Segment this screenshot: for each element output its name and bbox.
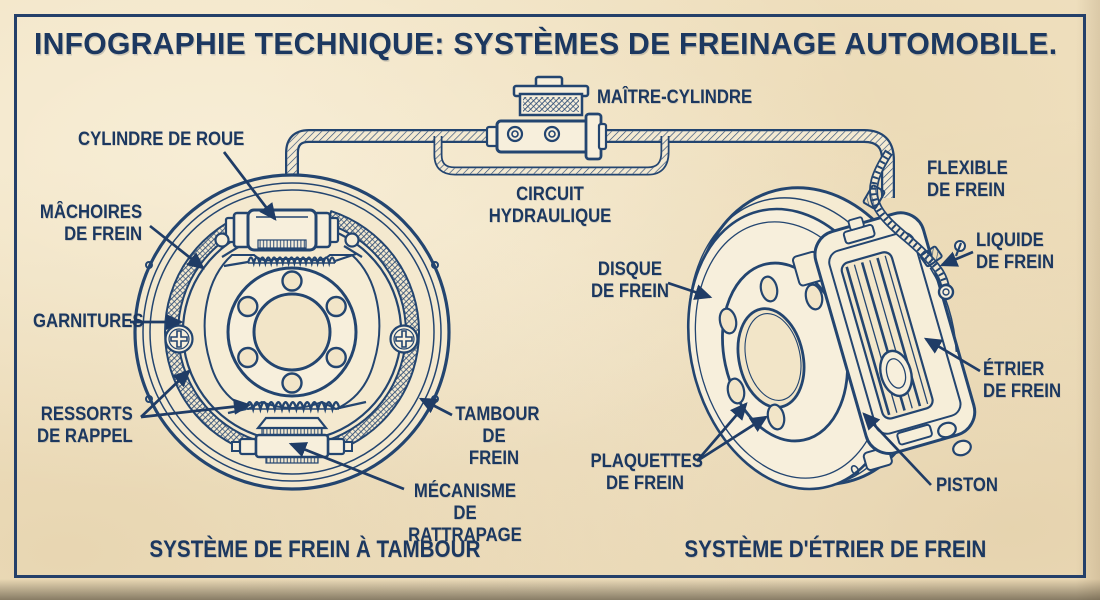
label-piston: PISTON [936, 475, 998, 496]
page-title: INFOGRAPHIE TECHNIQUE: SYSTÈMES DE FREIN… [34, 26, 1058, 61]
label-brake-shoes: MÂCHOIRES DE FREIN [39, 202, 142, 246]
label-hydraulic-circuit: CIRCUIT HYDRAULIQUE [488, 184, 612, 228]
label-disc: DISQUE DE FREIN [590, 259, 670, 303]
caption-drum-system: SYSTÈME DE FREIN À TAMBOUR [149, 536, 481, 563]
hold-down-screw-left-art [164, 324, 194, 354]
drum-brake-illustration [133, 173, 451, 491]
arrow-wheel-cylinder [222, 151, 277, 221]
label-linings: GARNITURES [33, 311, 144, 332]
arrow-piston [862, 412, 932, 486]
arrow-pads-2 [696, 415, 769, 463]
arrow-disc [667, 281, 713, 300]
arrow-springs-upper [140, 369, 191, 418]
leader-arrows [130, 151, 981, 491]
wheel-cylinder-art [214, 208, 363, 258]
arrow-springs-lower [140, 398, 252, 419]
caption-disc-system: SYSTÈME D'ÉTRIER DE FREIN [684, 536, 987, 563]
label-drum: TAMBOUR DE FREIN [455, 404, 540, 470]
arrow-fluid [939, 250, 974, 267]
arrow-drum [418, 397, 453, 417]
label-fluid: LIQUIDE DE FREIN [976, 230, 1055, 274]
label-return-springs: RESSORTS DE RAPPEL [37, 404, 133, 448]
label-wheel-cylinder: CYLINDRE DE ROUE [78, 129, 245, 150]
arrow-pads-1 [695, 402, 748, 462]
label-master-cylinder: MAÎTRE-CYLINDRE [597, 87, 753, 108]
brake-hose-art [862, 149, 955, 301]
label-hose: FLEXIBLE DE FREIN [927, 158, 1008, 202]
arrow-adjuster [288, 442, 405, 491]
label-caliper: ÉTRIER DE FREIN [983, 359, 1062, 403]
caliper-illustration [791, 211, 977, 472]
arrow-caliper [923, 337, 981, 373]
label-adjuster: MÉCANISME DE RATTRAPAGE [408, 481, 522, 547]
master-cylinder-illustration [485, 75, 608, 161]
disc-brake-illustration [686, 149, 977, 491]
arrow-brake-shoes [149, 224, 205, 270]
label-pads: PLAQUETTES DE FREIN [590, 451, 703, 495]
hold-down-screw-right-art [389, 324, 419, 354]
upper-return-spring-art [223, 252, 357, 268]
